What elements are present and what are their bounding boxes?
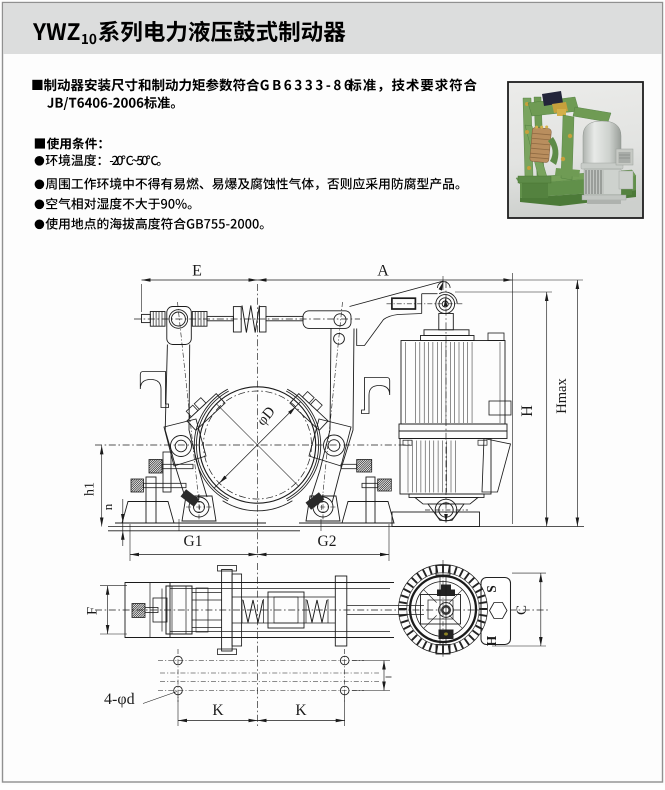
svg-text:C: C bbox=[514, 605, 530, 615]
svg-text:A: A bbox=[377, 263, 389, 280]
svg-text:H: H bbox=[519, 405, 536, 417]
svg-text:G2: G2 bbox=[318, 533, 337, 550]
svg-text:Hmax: Hmax bbox=[554, 378, 570, 414]
svg-text:S: S bbox=[484, 585, 499, 593]
svg-text:K: K bbox=[295, 702, 307, 719]
svg-text:K: K bbox=[212, 702, 224, 719]
svg-text:E: E bbox=[192, 263, 202, 280]
svg-text:n: n bbox=[100, 503, 115, 510]
svg-text:h1: h1 bbox=[83, 482, 98, 496]
svg-text:G1: G1 bbox=[184, 533, 203, 550]
svg-text:H: H bbox=[484, 635, 499, 646]
svg-text:4-φd: 4-φd bbox=[104, 691, 135, 708]
svg-text:F: F bbox=[85, 607, 101, 615]
